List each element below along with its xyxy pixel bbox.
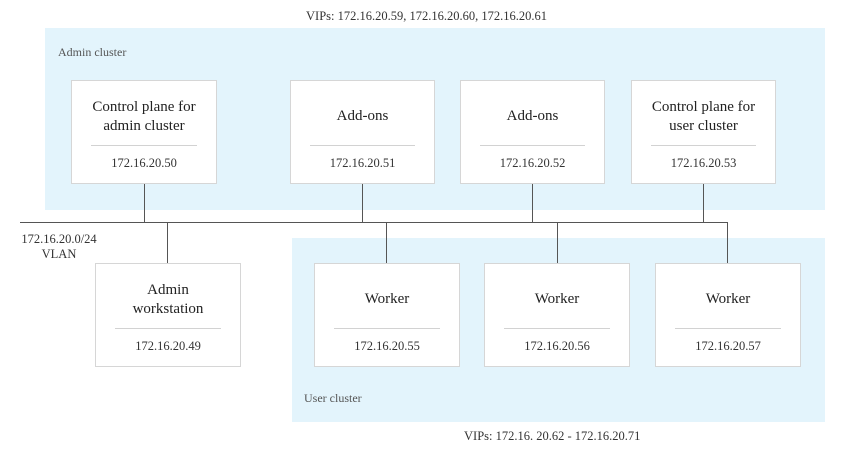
node-title: user cluster xyxy=(669,118,738,134)
node-divider xyxy=(504,328,610,329)
node-divider xyxy=(115,328,221,329)
node-title: Control plane for xyxy=(651,99,756,115)
connector-worker-3 xyxy=(727,222,728,264)
node-divider xyxy=(480,145,585,146)
node-title: Worker xyxy=(534,291,580,307)
connector-admin-workstation xyxy=(167,222,168,264)
node-divider xyxy=(310,145,415,146)
connector-addons-2 xyxy=(532,184,533,222)
node-ip: 172.16.20.51 xyxy=(329,156,396,170)
node-addons-1: Add-ons 172.16.20.51 xyxy=(290,80,435,184)
subnet-cidr: 172.16.20.0/24 xyxy=(21,232,97,246)
subnet-label: 172.16.20.0/24 VLAN xyxy=(20,232,98,262)
node-title: Add-ons xyxy=(336,108,389,124)
node-ip: 172.16.20.52 xyxy=(499,156,566,170)
node-worker-2: Worker 172.16.20.56 xyxy=(484,263,630,367)
admin-vips-caption: VIPs: 172.16.20.59, 172.16.20.60, 172.16… xyxy=(306,9,547,23)
node-ip: 172.16.20.49 xyxy=(135,339,201,353)
node-admin-workstation: Admin workstation 172.16.20.49 xyxy=(95,263,241,367)
node-divider xyxy=(334,328,440,329)
connector-admin-cp xyxy=(144,184,145,222)
connector-user-cp xyxy=(703,184,704,222)
node-title: workstation xyxy=(132,301,204,317)
node-divider xyxy=(651,145,756,146)
node-title: Worker xyxy=(705,291,751,307)
node-divider xyxy=(675,328,781,329)
node-title: Admin xyxy=(147,282,189,298)
node-user-control-plane: Control plane for user cluster 172.16.20… xyxy=(631,80,776,184)
connector-addons-1 xyxy=(362,184,363,222)
admin-cluster-label: Admin cluster xyxy=(58,45,127,59)
node-title: Add-ons xyxy=(506,108,559,124)
node-ip: 172.16.20.57 xyxy=(695,339,761,353)
user-vips-caption: VIPs: 172.16. 20.62 - 172.16.20.71 xyxy=(464,429,641,443)
node-title: admin cluster xyxy=(103,118,185,134)
node-title: Worker xyxy=(364,291,410,307)
node-worker-3: Worker 172.16.20.57 xyxy=(655,263,801,367)
node-title: Control plane for xyxy=(92,99,196,115)
connector-worker-2 xyxy=(557,222,558,264)
node-addons-2: Add-ons 172.16.20.52 xyxy=(460,80,605,184)
node-ip: 172.16.20.56 xyxy=(524,339,590,353)
subnet-vlan: VLAN xyxy=(41,247,77,261)
connector-worker-1 xyxy=(386,222,387,264)
node-ip: 172.16.20.55 xyxy=(354,339,420,353)
node-admin-control-plane: Control plane for admin cluster 172.16.2… xyxy=(71,80,217,184)
node-divider xyxy=(91,145,197,146)
node-ip: 172.16.20.50 xyxy=(111,156,177,170)
network-bus-line xyxy=(20,222,728,223)
user-cluster-label: User cluster xyxy=(304,391,362,405)
node-ip: 172.16.20.53 xyxy=(670,156,737,170)
node-worker-1: Worker 172.16.20.55 xyxy=(314,263,460,367)
